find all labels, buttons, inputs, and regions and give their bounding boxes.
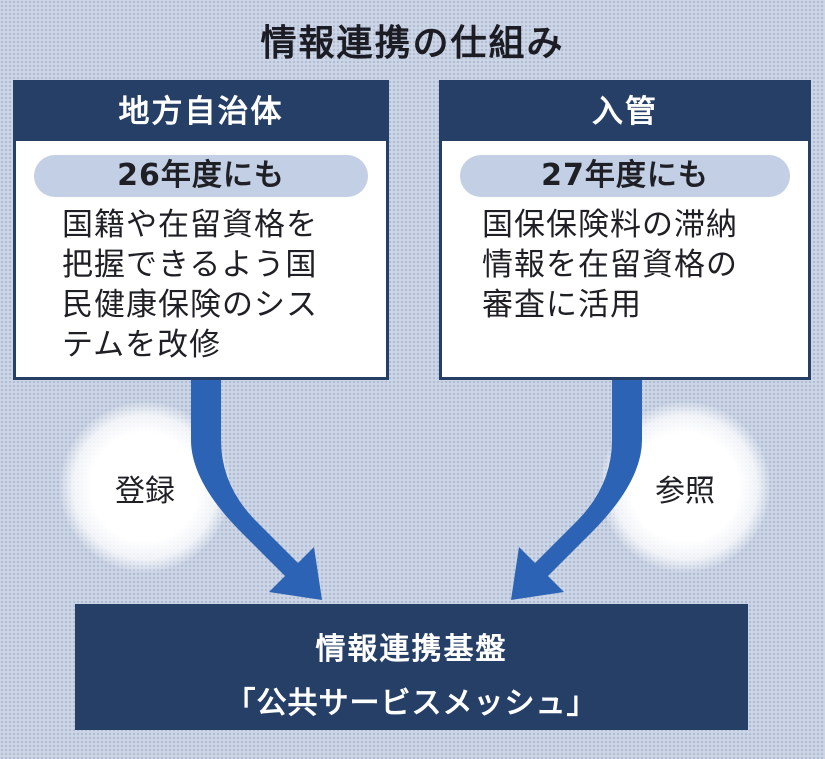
immigration-description: 国保保険料の滞納 情報を在留資格の 審査に活用 xyxy=(482,205,778,325)
local-government-box: 地方自治体 26年度にも 国籍や在留資格を 把握できるよう国 民健康保険のシス … xyxy=(13,80,389,380)
description-line: テムを改修 xyxy=(62,327,222,363)
platform-name: 情報連携基盤 xyxy=(315,632,508,667)
immigration-schedule-pill: 27年度にも xyxy=(460,155,790,197)
description-line: 把握できるよう国 xyxy=(62,247,318,283)
description-line: 民健康保険のシス xyxy=(62,287,318,323)
immigration-box: 入管 27年度にも 国保保険料の滞納 情報を在留資格の 審査に活用 xyxy=(439,80,811,380)
description-line: 国保保険料の滞納 xyxy=(482,207,738,243)
platform-subname: 「公共サービスメッシュ」 xyxy=(225,686,598,721)
register-arrow xyxy=(191,380,322,600)
reference-arrow xyxy=(511,380,642,600)
description-line: 国籍や在留資格を xyxy=(62,207,318,243)
register-label: 登録 xyxy=(115,474,175,509)
description-line: 審査に活用 xyxy=(482,287,642,323)
local-government-header: 地方自治体 xyxy=(16,83,386,141)
reference-label: 参照 xyxy=(655,474,715,509)
description-line: 情報を在留資格の xyxy=(482,247,738,283)
local-government-description: 国籍や在留資格を 把握できるよう国 民健康保険のシス テムを改修 xyxy=(62,205,356,365)
local-government-schedule-pill: 26年度にも xyxy=(34,155,368,197)
diagram-title: 情報連携の仕組み xyxy=(260,23,565,64)
information-platform-box: 情報連携基盤 「公共サービスメッシュ」 xyxy=(75,604,748,730)
immigration-header: 入管 xyxy=(442,83,808,141)
